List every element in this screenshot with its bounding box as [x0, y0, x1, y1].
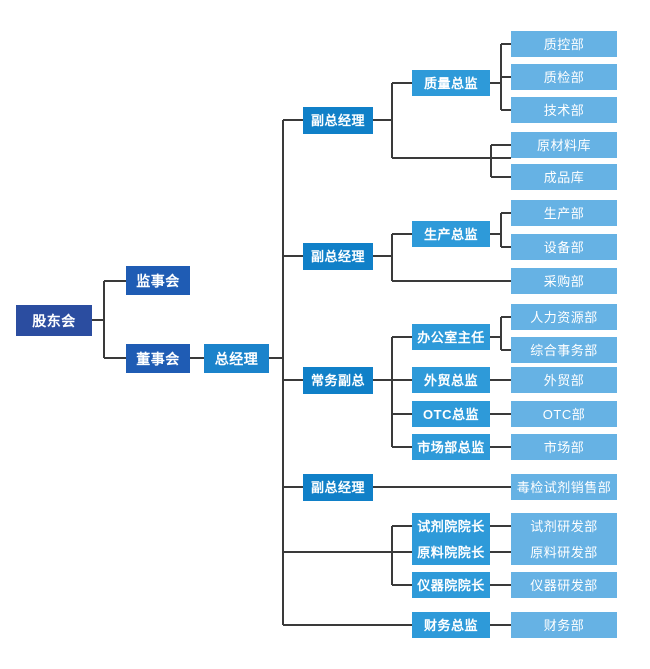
node-vp-production[interactable]: 副总经理 — [303, 243, 373, 270]
node-label: 综合事务部 — [530, 342, 598, 358]
node-label: 原材料库 — [536, 137, 591, 153]
node-vp-quality[interactable]: 副总经理 — [303, 107, 373, 134]
node-label: 采购部 — [543, 273, 585, 289]
node-marketing-director[interactable]: 市场部总监 — [412, 434, 490, 460]
node-label: 仪器研发部 — [530, 577, 598, 593]
node-reagent-rd-dept[interactable]: 试剂研发部 — [511, 513, 617, 539]
node-otc-dept[interactable]: OTC部 — [511, 401, 617, 427]
node-general-affairs-dept[interactable]: 综合事务部 — [511, 337, 617, 363]
node-label: 成品库 — [543, 169, 585, 185]
node-supervisory-board[interactable]: 监事会 — [126, 266, 190, 295]
node-quality-inspection-dept[interactable]: 质检部 — [511, 64, 617, 90]
node-label: 监事会 — [136, 272, 180, 289]
node-label: 股东会 — [32, 312, 76, 329]
node-label: 试剂院院长 — [417, 518, 485, 534]
node-label: 副总经理 — [310, 249, 365, 264]
node-office-director[interactable]: 办公室主任 — [412, 324, 490, 350]
node-label: 试剂研发部 — [530, 518, 598, 534]
node-label: 市场部总监 — [417, 439, 485, 455]
node-label: 总经理 — [214, 350, 259, 367]
node-label: 外贸部 — [543, 372, 585, 388]
node-production-director[interactable]: 生产总监 — [412, 221, 490, 247]
node-label: 质检部 — [543, 69, 585, 85]
node-label: 常务副总 — [310, 373, 365, 388]
node-quality-control-dept[interactable]: 质控部 — [511, 31, 617, 57]
node-label: 仪器院院长 — [417, 577, 485, 593]
node-label: 外贸总监 — [423, 372, 478, 388]
node-shareholders[interactable]: 股东会 — [16, 305, 92, 336]
node-label: OTC总监 — [423, 406, 479, 422]
node-technology-dept[interactable]: 技术部 — [511, 97, 617, 123]
node-label: 市场部 — [543, 439, 585, 455]
node-label: 原料研发部 — [530, 544, 598, 560]
node-label: 财务部 — [543, 617, 585, 633]
node-label: 生产部 — [543, 205, 585, 221]
node-raw-material-warehouse[interactable]: 原材料库 — [511, 132, 617, 158]
node-general-manager[interactable]: 总经理 — [204, 344, 269, 373]
node-instrument-rd-dept[interactable]: 仪器研发部 — [511, 572, 617, 598]
node-foreign-trade-director[interactable]: 外贸总监 — [412, 367, 490, 393]
node-label: 毒检试剂销售部 — [516, 479, 612, 495]
node-instrument-institute-dean[interactable]: 仪器院院长 — [412, 572, 490, 598]
node-label: 原料院院长 — [417, 544, 485, 560]
node-label: 副总经理 — [310, 480, 365, 495]
node-toxicology-reagent-sales-dept[interactable]: 毒检试剂销售部 — [511, 474, 617, 500]
node-board-of-directors[interactable]: 董事会 — [126, 344, 190, 373]
node-label: 生产总监 — [423, 226, 478, 242]
node-label: 质控部 — [543, 36, 585, 52]
node-label: 技术部 — [543, 102, 585, 118]
node-material-institute-dean[interactable]: 原料院院长 — [412, 539, 490, 565]
node-executive-vp[interactable]: 常务副总 — [303, 367, 373, 394]
node-reagent-institute-dean[interactable]: 试剂院院长 — [412, 513, 490, 539]
node-quality-director[interactable]: 质量总监 — [412, 70, 490, 96]
node-purchasing-dept[interactable]: 采购部 — [511, 268, 617, 294]
node-label: OTC部 — [542, 406, 586, 422]
node-label: 人力资源部 — [530, 309, 598, 325]
node-vp-sales[interactable]: 副总经理 — [303, 474, 373, 501]
node-equipment-dept[interactable]: 设备部 — [511, 234, 617, 260]
node-finance-dept[interactable]: 财务部 — [511, 612, 617, 638]
node-label: 财务总监 — [423, 617, 478, 633]
node-marketing-dept[interactable]: 市场部 — [511, 434, 617, 460]
node-label: 质量总监 — [423, 75, 478, 91]
node-cfo[interactable]: 财务总监 — [412, 612, 490, 638]
node-material-rd-dept[interactable]: 原料研发部 — [511, 539, 617, 565]
node-label: 办公室主任 — [417, 329, 485, 345]
node-label: 董事会 — [136, 350, 180, 367]
node-foreign-trade-dept[interactable]: 外贸部 — [511, 367, 617, 393]
node-label: 副总经理 — [310, 113, 365, 128]
node-human-resources-dept[interactable]: 人力资源部 — [511, 304, 617, 330]
node-otc-director[interactable]: OTC总监 — [412, 401, 490, 427]
node-production-dept[interactable]: 生产部 — [511, 200, 617, 226]
node-finished-goods-warehouse[interactable]: 成品库 — [511, 164, 617, 190]
node-label: 设备部 — [543, 239, 585, 255]
